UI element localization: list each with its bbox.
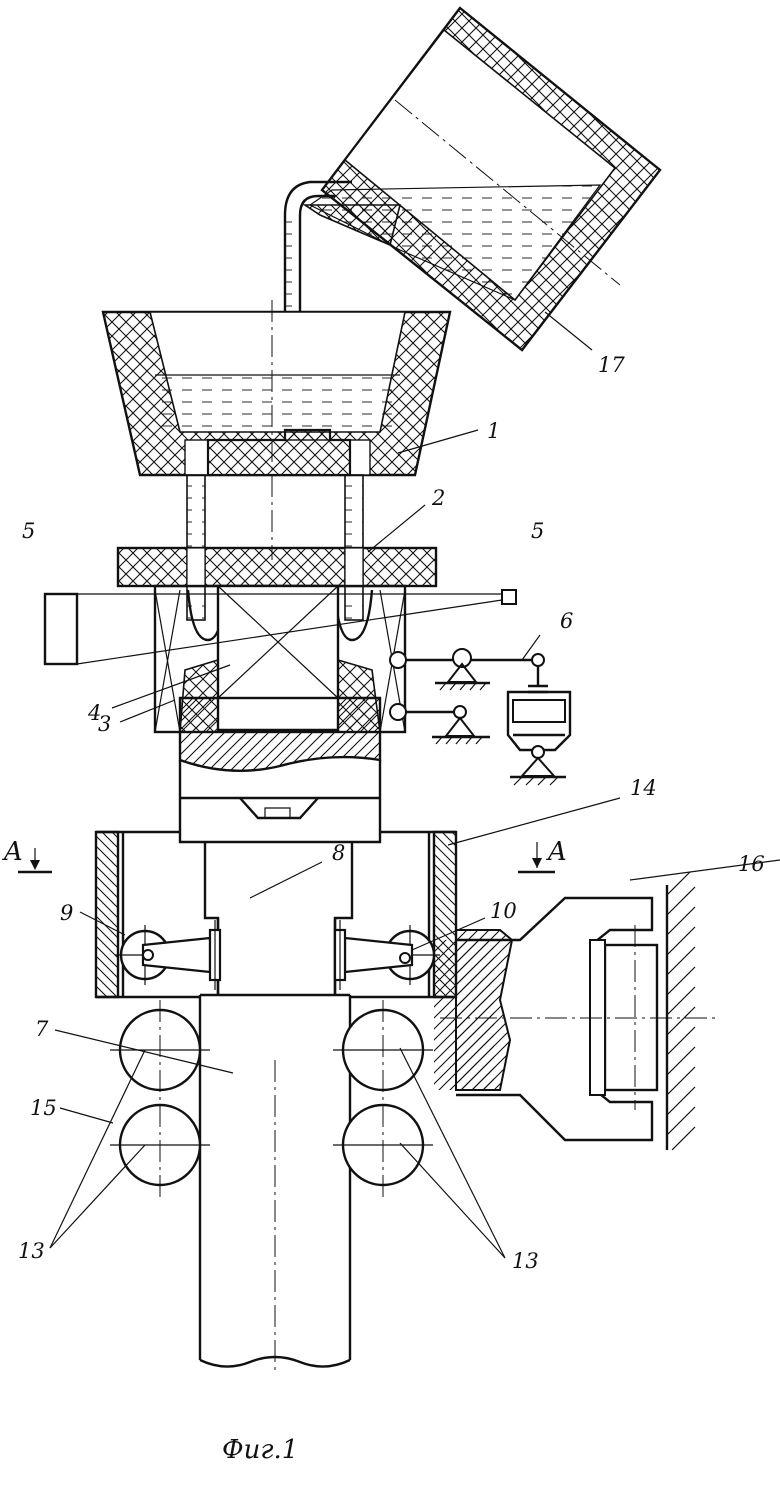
- section-mark-right: [518, 842, 555, 874]
- label-13-right: 13: [512, 1249, 539, 1273]
- gripper-9: [115, 920, 222, 990]
- ladle-17: [302, 6, 662, 352]
- label-17: 17: [598, 353, 625, 377]
- label-14: 14: [630, 776, 657, 800]
- label-9: 9: [60, 901, 73, 925]
- label-10: 10: [490, 899, 517, 923]
- ingot-7: [198, 993, 352, 1370]
- label-7: 7: [35, 1017, 49, 1041]
- label-1: 1: [487, 419, 500, 443]
- sensor-5-left: [43, 592, 79, 666]
- section-mark-left: [18, 848, 52, 874]
- label-13-left: 13: [18, 1239, 45, 1263]
- label-5-right: 5: [531, 519, 544, 543]
- plate-2: [116, 546, 438, 588]
- oscillation-drive-6: [389, 648, 572, 786]
- ingot-head: [178, 696, 382, 844]
- label-4: 4: [87, 701, 101, 725]
- label-3: 3: [98, 712, 111, 736]
- section-letter-left: A: [2, 837, 23, 867]
- sensor-5-right: [501, 589, 517, 605]
- section-letter-right: A: [546, 837, 567, 867]
- label-8: 8: [332, 841, 345, 865]
- label-15: 15: [30, 1096, 57, 1120]
- label-2: 2: [431, 486, 445, 510]
- dummy-bar-8: [203, 842, 354, 995]
- bracket-16: [440, 871, 720, 1151]
- housing-14: [94, 830, 514, 1091]
- label-16: 16: [738, 852, 765, 876]
- tundish-1: [101, 300, 452, 560]
- label-5-left: 5: [22, 519, 35, 543]
- figure-caption: Фиг.1: [222, 1435, 298, 1465]
- rollers-13-left: [110, 1000, 210, 1200]
- leader-lines: [49, 311, 780, 1259]
- gripper-10: [333, 920, 440, 990]
- label-6: 6: [560, 609, 573, 633]
- rollers-13-right: [333, 1000, 433, 1200]
